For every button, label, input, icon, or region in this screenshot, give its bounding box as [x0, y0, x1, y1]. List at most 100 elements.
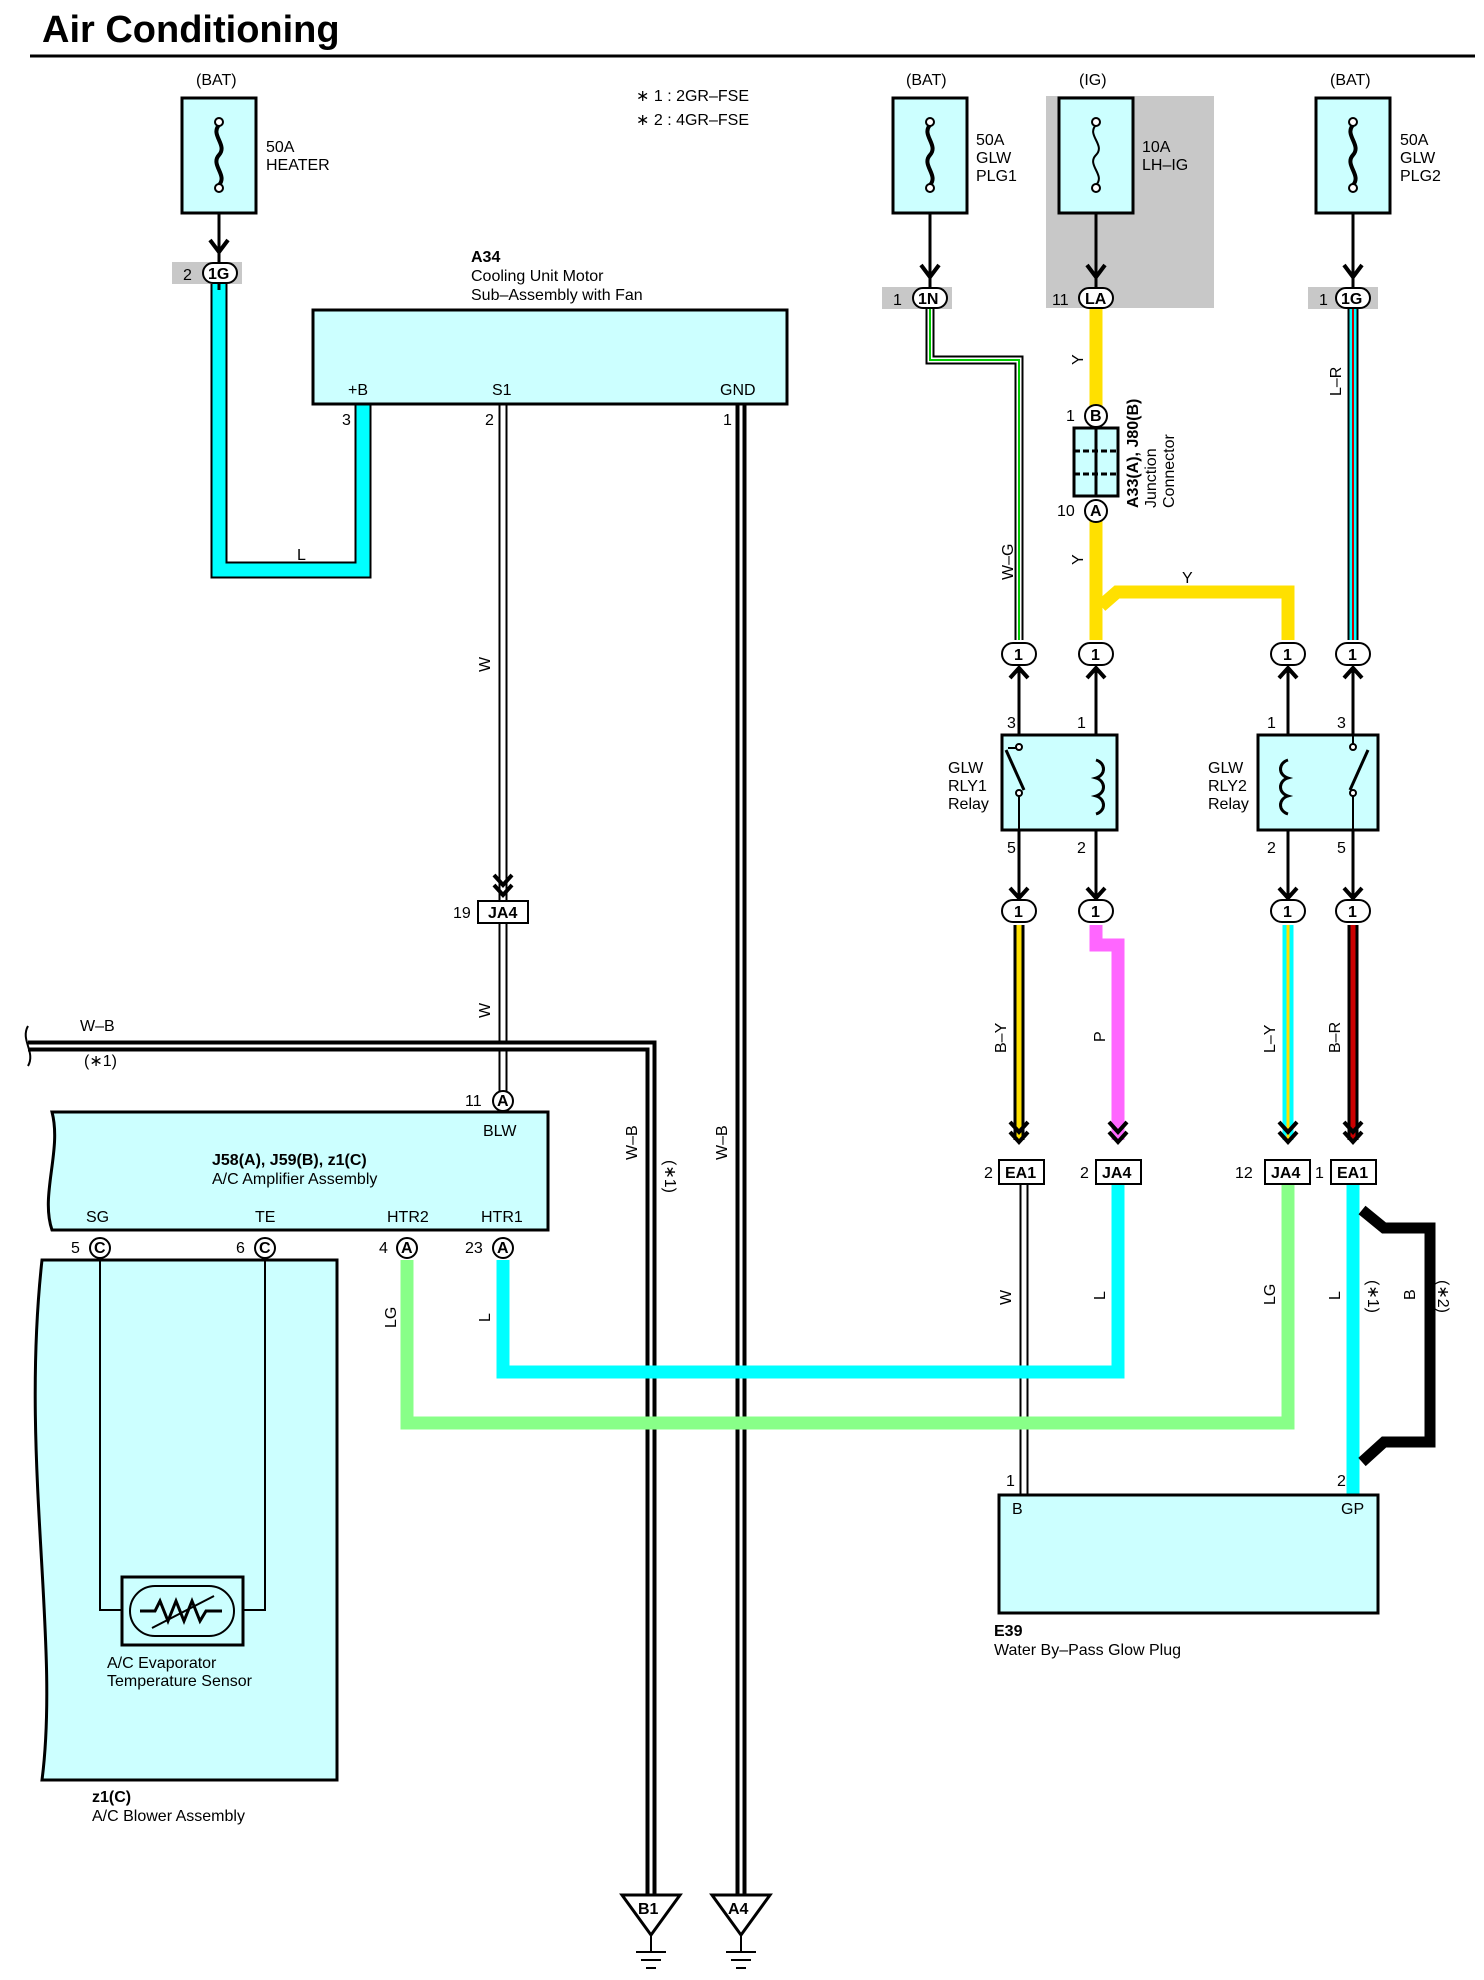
amp-sg-num: 5 [71, 1240, 80, 1257]
wire-Y-branch [1096, 585, 1295, 640]
fuse-heater-source: (BAT) [196, 72, 237, 89]
blower-box [33, 1258, 339, 1782]
label-star2: (∗2) [1434, 1280, 1451, 1313]
ja4-19-tag [477, 900, 529, 924]
amp-htr2-label: HTR2 [387, 1209, 429, 1226]
relay1-name1: GLW [948, 760, 984, 777]
label-WB-left: W–B [80, 1018, 115, 1035]
conn-up-1c: 1 [1283, 647, 1292, 664]
amp-htr1-num: 23 [465, 1240, 483, 1257]
conn-lo-1d: 1 [1348, 904, 1357, 921]
wire-B-bypass [1358, 1205, 1436, 1467]
lower-conn-1-pin: 2 [984, 1165, 993, 1182]
relay2-p1: 1 [1267, 715, 1276, 732]
a34-id: A34 [471, 249, 500, 266]
ground-a4-label: A4 [728, 1901, 749, 1918]
label-WB-b1: W–B [624, 1125, 641, 1160]
a34-pin-b: +B [348, 382, 368, 399]
fuse-plg2-name2: PLG2 [1400, 168, 1441, 185]
amp-box [46, 1110, 550, 1232]
lower-conn-1-name: EA1 [1005, 1165, 1036, 1182]
jconn-top-pin: 1 [1066, 408, 1075, 425]
ja4-19-arrow [492, 873, 514, 898]
relay1-p5: 5 [1007, 840, 1016, 857]
fuse-plg2 [1314, 96, 1392, 281]
glow-pin-gp: GP [1341, 1501, 1364, 1518]
ja4-19-pin: 19 [453, 905, 471, 922]
amp-blw-num: 11 [465, 1093, 482, 1110]
relay2-p3: 3 [1337, 715, 1346, 732]
relay1-name2: RLY1 [948, 778, 987, 795]
amp-name: A/C Amplifier Assembly [212, 1171, 377, 1188]
label-Y-mid: Y [1070, 554, 1087, 565]
page-title: Air Conditioning [42, 9, 340, 51]
conn-la-tag [1078, 287, 1114, 309]
relay-leads [1017, 667, 1355, 900]
relay1-p1: 1 [1077, 715, 1086, 732]
fuse-lhig [1057, 96, 1135, 281]
amp-htr1-label: HTR1 [481, 1209, 523, 1226]
fuse-heater [180, 96, 258, 256]
lower-conn-3-pin: 12 [1235, 1165, 1253, 1182]
label-Y-top: Y [1070, 354, 1087, 365]
ground-b1 [619, 1893, 683, 1969]
jconn-name1: Junction [1143, 448, 1160, 508]
fuse-plg1-name1: GLW [976, 150, 1012, 167]
fuse-plg2-rating: 50A [1400, 132, 1429, 149]
label-star1-b1: (∗1) [661, 1160, 678, 1193]
wire-L-htr1 [496, 1185, 1125, 1379]
fuse-plg2-source: (BAT) [1330, 72, 1371, 89]
wire-P [1089, 925, 1125, 1140]
fuse-lhig-rating: 10A [1142, 139, 1171, 156]
ja4-19-name: JA4 [488, 905, 517, 922]
relay2-name1: GLW [1208, 760, 1244, 777]
relay1-p2: 2 [1077, 840, 1086, 857]
glow-plug-box [997, 1493, 1380, 1615]
label-LR: L–R [1328, 367, 1345, 396]
conn-1n-name: 1N [918, 291, 938, 308]
label-W-s1: W [477, 656, 494, 672]
label-L-ja4: L [1092, 1291, 1109, 1300]
relay-lower-connectors [1001, 899, 1371, 923]
fuse-plg2-name1: GLW [1400, 150, 1436, 167]
label-L-htr1: L [477, 1313, 494, 1322]
sensor-name2: Temperature Sensor [107, 1673, 253, 1690]
amp-te-label: TE [255, 1209, 275, 1226]
wire-LG-htr2 [400, 1185, 1295, 1430]
wire-WB-b1 [28, 1044, 653, 1895]
jconn-name2: Connector [1161, 434, 1178, 508]
fuse-lhig-source: (IG) [1079, 72, 1107, 89]
label-WB-gnd: W–B [714, 1125, 731, 1160]
fuse-plg1-name2: PLG1 [976, 168, 1017, 185]
relay1-p3: 3 [1007, 715, 1016, 732]
note-2: ∗ 2 : 4GR–FSE [636, 112, 749, 129]
label-LG-ja4: LG [1262, 1284, 1279, 1305]
label-BR: B–R [1327, 1022, 1344, 1053]
jconn-id: A33(A), J80(B) [1125, 399, 1142, 508]
lower-conn-2-name: JA4 [1102, 1165, 1131, 1182]
sensor-thermistor [120, 1575, 245, 1647]
conn-1g2-pin: 1 [1319, 292, 1328, 309]
glow-num-b: 1 [1006, 1473, 1015, 1490]
fuse-heater-name: HEATER [266, 157, 330, 174]
conn-1g-name: 1G [208, 266, 229, 283]
label-LG-htr2: LG [383, 1307, 400, 1328]
ground-a4 [709, 1893, 773, 1969]
ground-b1-label: B1 [638, 1901, 659, 1918]
jconn-bot-pin: 10 [1057, 503, 1075, 520]
relay-lower-arrows [1008, 886, 1364, 901]
fuse-plg1-rating: 50A [976, 132, 1005, 149]
fuse-lhig-name: LH–IG [1142, 157, 1188, 174]
amp-blw-letter: A [497, 1093, 509, 1110]
junction-connector [1072, 404, 1120, 523]
lower-conn-tags [998, 1159, 1377, 1185]
conn-1g-tag [202, 262, 238, 284]
sensor-leads [99, 1260, 266, 1611]
conn-la-name: LA [1085, 291, 1107, 308]
label-BY: B–Y [993, 1022, 1010, 1053]
relay2-name2: RLY2 [1208, 778, 1247, 795]
fuse-plg1 [891, 96, 969, 281]
amp-id: J58(A), J59(B), z1(C) [212, 1152, 367, 1169]
conn-lo-1b: 1 [1091, 904, 1100, 921]
